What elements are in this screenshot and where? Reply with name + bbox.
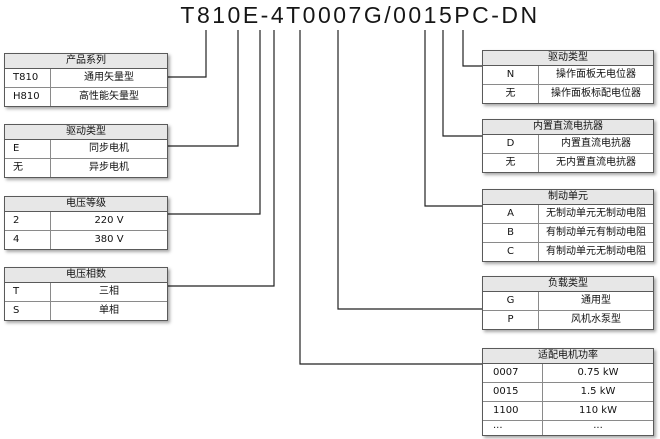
code-cell: T	[5, 283, 51, 301]
desc-cell: 同步电机	[89, 143, 129, 154]
desc-cell: 无内置直流电抗器	[556, 157, 636, 168]
connector-voltage-phase	[166, 30, 275, 287]
connector-drive-type	[166, 30, 239, 147]
box-drive-type: 驱动类型 E 同步电机 无 异步电机	[4, 124, 168, 178]
box-panel-type: 驱动类型 N 操作面板无电位器 无 操作面板标配电位器	[482, 50, 654, 104]
table-row: 0015 1.5 kW	[483, 382, 653, 401]
box-title: 负载类型	[483, 277, 653, 292]
code-cell: 4	[5, 231, 51, 249]
table-row: P 风机水泵型	[483, 310, 653, 329]
desc-cell: 380 V	[94, 234, 124, 245]
table-row: 1100 110 kW	[483, 401, 653, 420]
table-row: D 内置直流电抗器	[483, 135, 653, 153]
code-cell: 0015	[483, 383, 543, 401]
box-title: 内置直流电抗器	[483, 120, 653, 135]
desc-cell: 三相	[99, 286, 119, 297]
box-title: 驱动类型	[483, 51, 653, 66]
box-title: 电压等级	[5, 197, 167, 212]
connector-dc-reactor	[442, 30, 482, 137]
code-cell: T810	[5, 69, 51, 87]
table-row: H810 高性能矢量型	[5, 87, 167, 106]
connector-product-series	[166, 30, 207, 78]
code-cell: E	[5, 140, 51, 158]
box-motor-power: 适配电机功率 0007 0.75 kW 0015 1.5 kW 1100 110…	[482, 348, 654, 436]
model-code-title: T810E-4T0007G/0015PC-DN	[180, 2, 540, 28]
code-cell: S	[5, 302, 51, 320]
desc-cell: 异步电机	[89, 162, 129, 173]
box-voltage-level: 电压等级 2 220 V 4 380 V	[4, 196, 168, 250]
desc-cell: 单相	[99, 305, 119, 316]
desc-cell: 通用型	[581, 295, 611, 306]
code-cell: D	[483, 135, 539, 153]
desc-cell: 220 V	[94, 215, 124, 226]
connector-brake-unit	[424, 30, 482, 207]
connector-voltage-level	[166, 30, 261, 215]
code-cell: N	[483, 66, 539, 84]
table-row: 无 无内置直流电抗器	[483, 153, 653, 172]
code-cell: G	[483, 292, 539, 310]
table-row: A 无制动单元无制动电阻	[483, 205, 653, 223]
desc-cell: 内置直流电抗器	[561, 138, 631, 149]
desc-cell: 0.75 kW	[577, 367, 619, 378]
box-voltage-phase: 电压相数 T 三相 S 单相	[4, 267, 168, 321]
table-row: G 通用型	[483, 292, 653, 310]
table-row: 无 异步电机	[5, 158, 167, 177]
table-row: 2 220 V	[5, 212, 167, 230]
code-cell: 无	[483, 154, 539, 172]
desc-cell: 操作面板标配电位器	[551, 88, 641, 99]
table-row: 无 操作面板标配电位器	[483, 84, 653, 103]
code-cell: A	[483, 205, 539, 223]
desc-cell: 有制动单元有制动电阻	[546, 227, 646, 238]
table-row: B 有制动单元有制动电阻	[483, 223, 653, 242]
code-cell: 无	[483, 85, 539, 103]
table-row: T810 通用矢量型	[5, 69, 167, 87]
table-row: E 同步电机	[5, 140, 167, 158]
desc-cell: 110 kW	[579, 405, 617, 416]
code-cell: P	[483, 311, 539, 329]
box-title: 驱动类型	[5, 125, 167, 140]
desc-cell: 高性能矢量型	[79, 91, 139, 102]
box-title: 产品系列	[5, 54, 167, 69]
desc-cell: 有制动单元无制动电阻	[546, 246, 646, 257]
desc-cell: 1.5 kW	[580, 386, 616, 397]
table-row: 4 380 V	[5, 230, 167, 249]
desc-cell: 通用矢量型	[84, 72, 134, 83]
code-cell: 1100	[483, 402, 543, 420]
box-product-series: 产品系列 T810 通用矢量型 H810 高性能矢量型	[4, 53, 168, 107]
box-load-type: 负载类型 G 通用型 P 风机水泵型	[482, 276, 654, 330]
code-cell: H810	[5, 88, 51, 106]
code-cell: 无	[5, 159, 51, 177]
table-row: 0007 0.75 kW	[483, 364, 653, 382]
table-row: T 三相	[5, 283, 167, 301]
code-cell: 0007	[483, 364, 543, 382]
connector-load-type	[337, 30, 482, 310]
connector-motor-power	[299, 30, 482, 365]
box-title: 制动单元	[483, 190, 653, 205]
code-cell: 2	[5, 212, 51, 230]
code-cell: B	[483, 224, 539, 242]
box-dc-reactor: 内置直流电抗器 D 内置直流电抗器 无 无内置直流电抗器	[482, 119, 654, 173]
box-title: 电压相数	[5, 268, 167, 283]
box-title: 适配电机功率	[483, 349, 653, 364]
table-row: S 单相	[5, 301, 167, 320]
box-brake-unit: 制动单元 A 无制动单元无制动电阻 B 有制动单元有制动电阻 C 有制动单元无制…	[482, 189, 654, 262]
connector-panel-type	[462, 30, 482, 67]
desc-cell: 风机水泵型	[571, 314, 621, 325]
table-row: C 有制动单元无制动电阻	[483, 242, 653, 261]
table-row: N 操作面板无电位器	[483, 66, 653, 84]
desc-cell: 无制动单元无制动电阻	[546, 208, 646, 219]
code-cell: ...	[483, 421, 543, 435]
table-row: ... ...	[483, 420, 653, 435]
code-cell: C	[483, 243, 539, 261]
desc-cell: 操作面板无电位器	[556, 69, 636, 80]
desc-cell: ...	[593, 420, 603, 431]
